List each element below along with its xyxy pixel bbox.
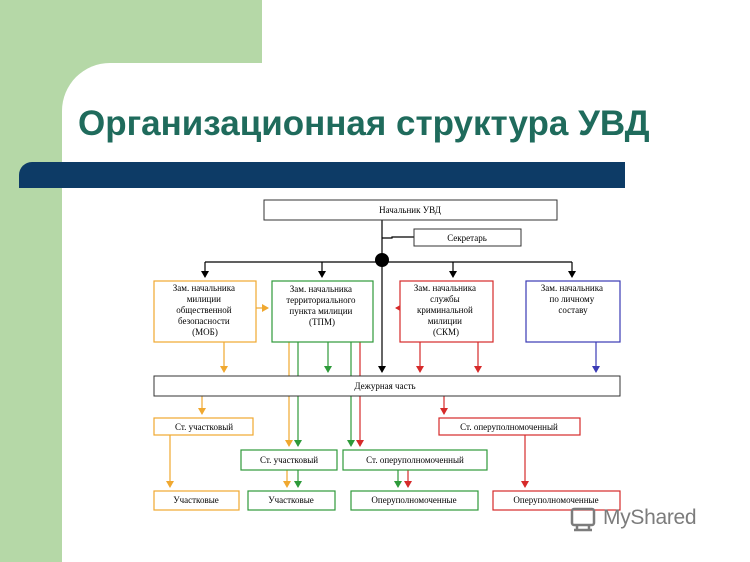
secretary-label: Секретарь [447, 233, 487, 243]
junction-dot [375, 253, 389, 267]
bottom-node-1: Участковые [153, 490, 240, 511]
slide-title: Организационная структура УВД [78, 104, 650, 143]
operative-center-label: Ст. оперуполномоченный [366, 455, 464, 465]
deputy-personnel-label: Зам. начальника по личному составу [541, 283, 605, 315]
deputy-node-mob: Зам. начальника милиции общественной без… [153, 280, 257, 343]
head-label: Начальник УВД [379, 205, 441, 215]
district-center-node: Ст. участковый [240, 449, 338, 471]
bottom-label-4: Оперуполномоченные [513, 495, 598, 505]
operative-center-node: Ст. оперуполномоченный [342, 449, 488, 471]
district-left-node: Ст. участковый [153, 417, 254, 436]
district-left-label: Ст. участковый [175, 422, 233, 432]
operative-right-node: Ст. оперуполномоченный [438, 417, 581, 436]
deputy-tpm-label: Зам. начальника территориального пункта … [286, 284, 358, 327]
operative-right-label: Ст. оперуполномоченный [460, 422, 558, 432]
deputy-node-personnel: Зам. начальника по личному составу [525, 280, 621, 343]
background-green-strip [0, 0, 62, 562]
bottom-label-3: Оперуполномоченные [371, 495, 456, 505]
deputy-mob-label: Зам. начальника милиции общественной без… [173, 283, 237, 337]
watermark-text: MyShared [603, 506, 697, 529]
deputy-node-tpm: Зам. начальника территориального пункта … [271, 280, 374, 343]
duty-label: Дежурная часть [354, 381, 415, 391]
bottom-node-2: Участковые [247, 490, 336, 511]
bottom-node-4: Оперуполномоченные [492, 490, 621, 511]
district-center-label: Ст. участковый [260, 455, 318, 465]
duty-node: Дежурная часть [153, 375, 621, 397]
deputy-node-skm: Зам. начальника службы криминальной мили… [399, 280, 494, 343]
deputy-skm-label: Зам. начальника службы криминальной мили… [414, 283, 478, 337]
head-node: Начальник УВД [263, 199, 558, 221]
bottom-label-1: Участковые [173, 495, 219, 505]
title-underline-bar [19, 162, 625, 188]
bottom-node-3: Оперуполномоченные [350, 490, 479, 511]
bottom-label-2: Участковые [268, 495, 314, 505]
secretary-node: Секретарь [413, 228, 522, 247]
mysahred-logo-icon [570, 507, 596, 532]
watermark: MyShared [569, 503, 697, 533]
